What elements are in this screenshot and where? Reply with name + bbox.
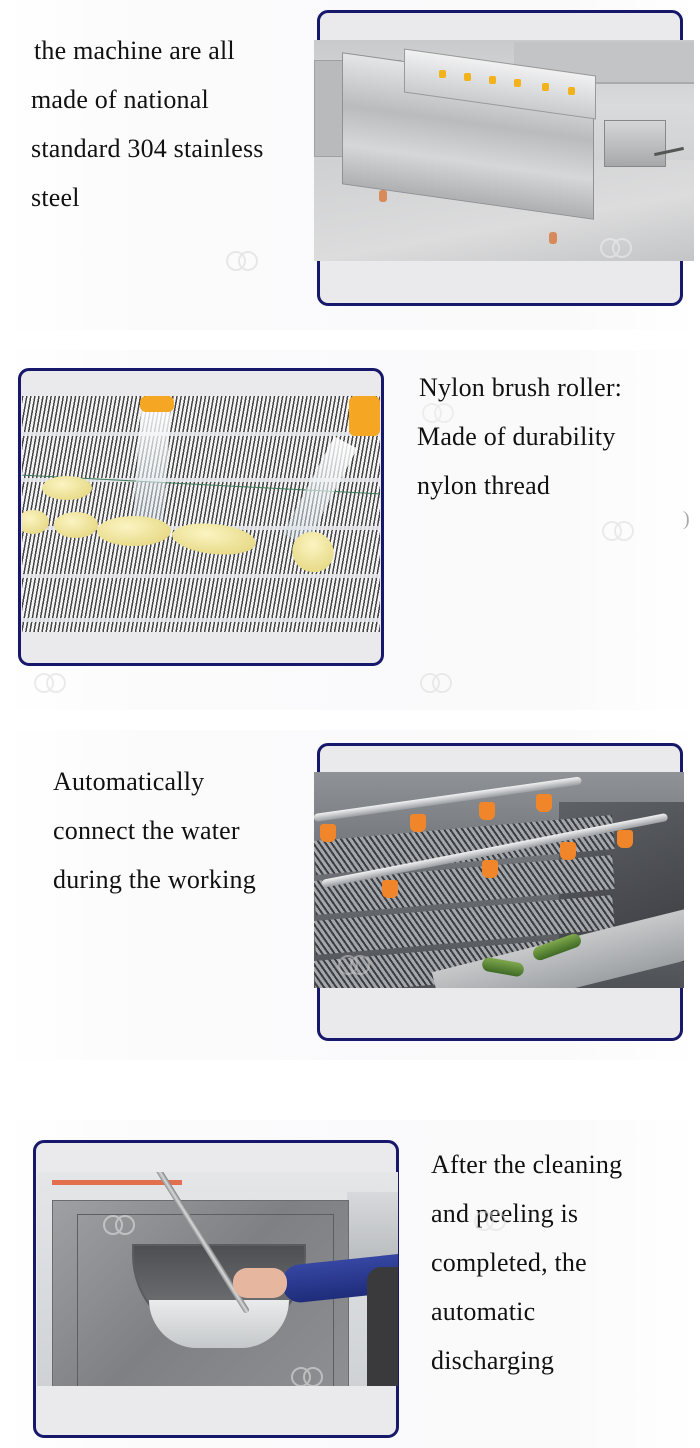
feature-caption: After the cleaning and peeling is comple… [431, 1140, 622, 1385]
discharge-door-photo [37, 1172, 398, 1386]
watermark-icon [596, 235, 636, 261]
brush-roller-photo [22, 396, 380, 632]
feature-caption: Nylon brush roller: Made of durability n… [417, 363, 622, 510]
caption-line: connect the water [53, 816, 240, 845]
watermark-icon [334, 952, 374, 978]
machine-photo [314, 40, 694, 261]
caption-line: made of national [31, 85, 209, 114]
caption-line: the machine are all [34, 36, 235, 65]
caption-line: and peeling is [431, 1199, 579, 1228]
caption-line: steel [31, 183, 80, 212]
feature-section-material: the machine are all made of national sta… [0, 0, 700, 330]
watermark-icon [470, 1208, 510, 1234]
watermark-icon [222, 248, 262, 274]
watermark-icon [30, 670, 70, 696]
caption-line: nylon thread [417, 471, 551, 500]
caption-line: Automatically [53, 767, 205, 796]
spray-nozzle-photo [314, 772, 684, 988]
feature-caption: the machine are all made of national sta… [31, 26, 264, 222]
watermark-icon [99, 1212, 139, 1238]
caption-line: Nylon brush roller: [419, 373, 623, 402]
watermark-icon [418, 400, 458, 426]
caption-line: completed, the [431, 1248, 587, 1277]
watermark-icon [287, 1364, 327, 1386]
watermark-icon [416, 670, 456, 696]
caption-line: discharging [431, 1346, 555, 1375]
caption-line: automatic [431, 1297, 536, 1326]
feature-caption: Automatically connect the water during t… [53, 757, 256, 904]
caption-line: during the working [53, 865, 256, 894]
stray-glyph: ) [683, 508, 690, 530]
watermark-icon [598, 518, 638, 544]
caption-line: After the cleaning [431, 1150, 623, 1179]
caption-line: standard 304 stainless [31, 134, 264, 163]
caption-line: Made of durability [417, 422, 616, 451]
